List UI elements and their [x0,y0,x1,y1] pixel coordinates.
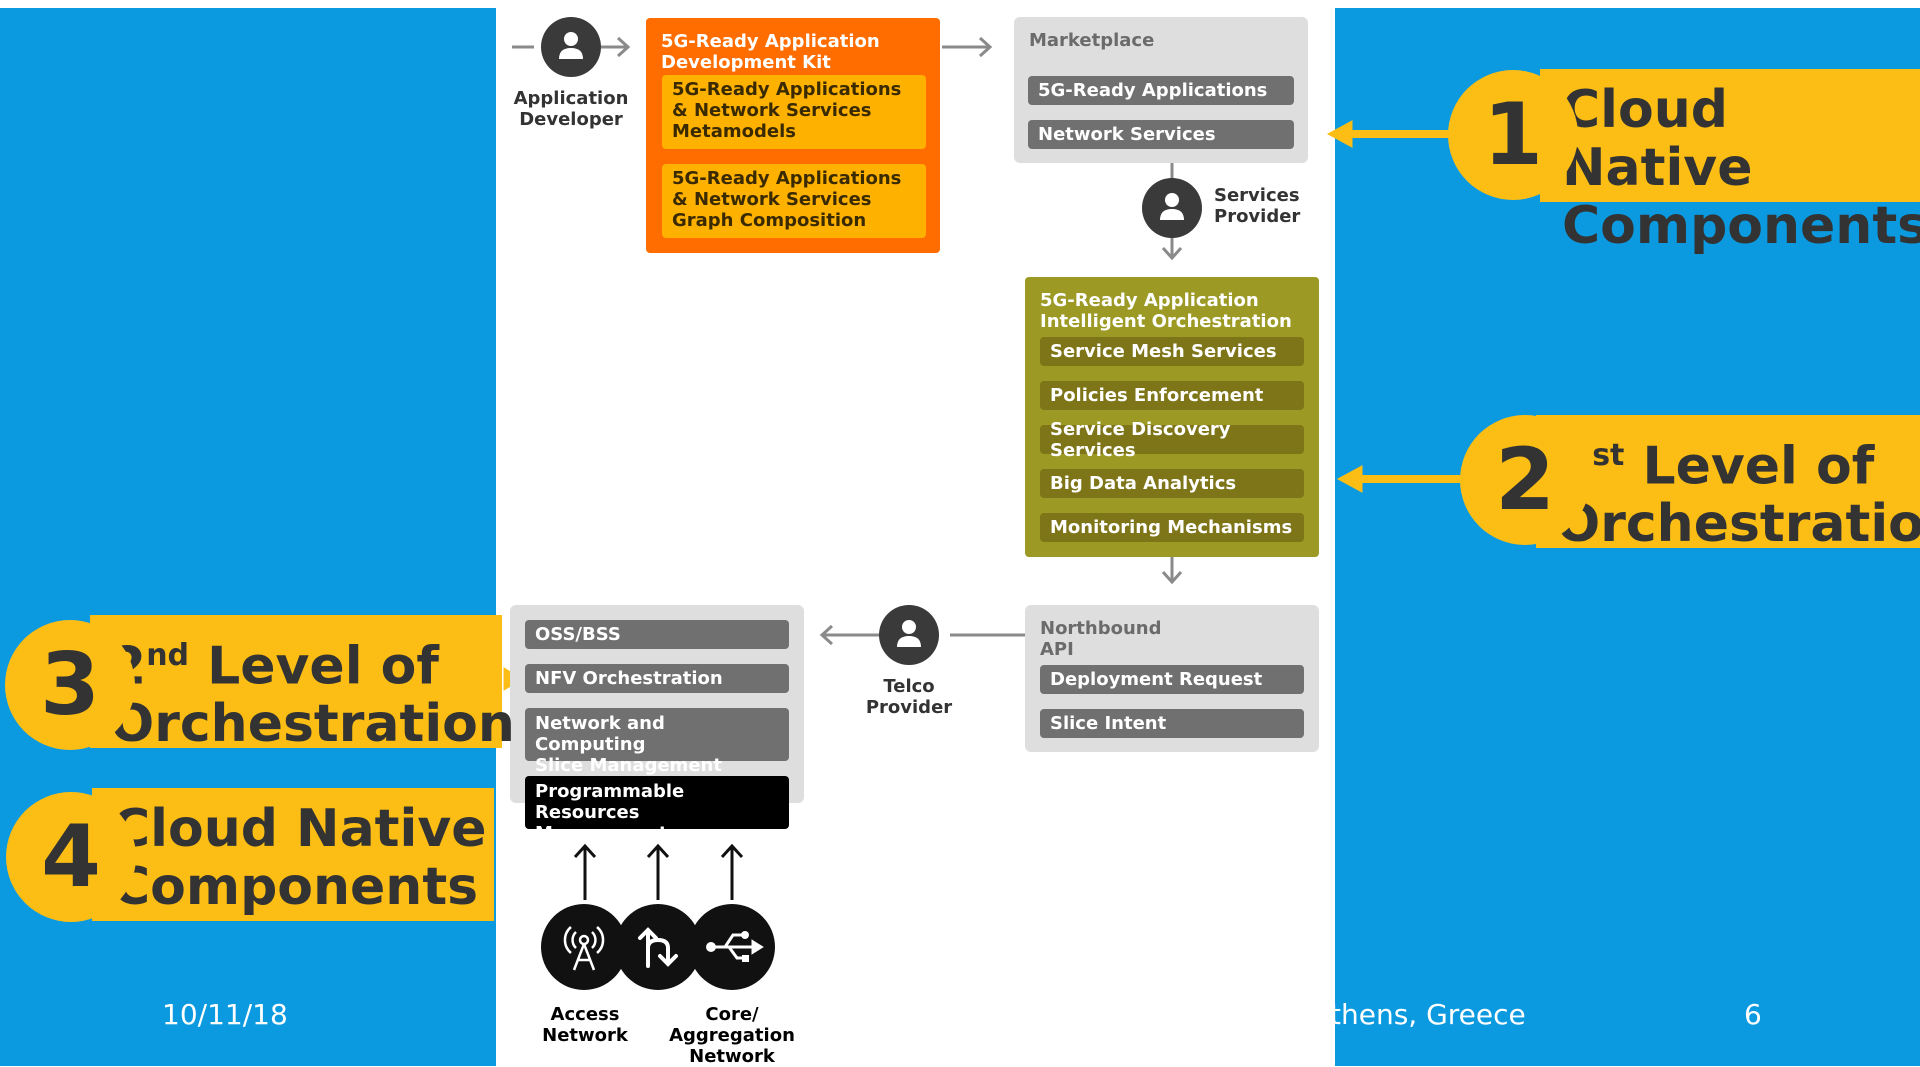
stack-item-slice-management: Network and Computing Slice Management [525,708,789,776]
orchestration-item-big-data: Big Data Analytics [1040,469,1304,498]
user-icon [1142,178,1202,238]
telco-provider-label: Telco Provider [865,676,953,718]
callout-1-box: Cloud Native Components [1540,69,1920,255]
callout-3-number: 3 [5,620,135,750]
orchestration-item-monitoring: Monitoring Mechanisms [1040,513,1304,542]
marketplace-item-network-services: Network Services [1028,120,1294,149]
callout-2-box: 1st Level of Orchestration [1536,415,1920,553]
sdk-item-metamodels: 5G-Ready Applications & Network Services… [662,75,926,149]
marketplace-item-applications: 5G-Ready Applications [1028,76,1294,105]
services-provider-label: Services Provider [1214,185,1301,227]
orchestration-panel: 5G-Ready Application Intelligent Orchest… [1025,277,1319,557]
footer-location: thens, Greece [1330,998,1526,1031]
app-developer-label: Application Developer [513,88,629,130]
usb-branch-icon [689,904,775,990]
orchestration-item-policies: Policies Enforcement [1040,381,1304,410]
stack-item-oss-bss: OSS/BSS [525,620,789,649]
orchestration-item-service-discovery: Service Discovery Services [1040,419,1304,461]
callout-2-number: 2 [1460,415,1590,545]
callout-3-box: 2nd Level of Orchestration [90,615,515,753]
northbound-item-deployment-request: Deployment Request [1040,665,1304,694]
transfer-arrows-icon [615,904,701,990]
user-icon [879,605,939,665]
marketplace-title: Marketplace [1029,30,1155,51]
callout-1-number: 1 [1448,70,1578,200]
orchestration-item-service-mesh: Service Mesh Services [1040,337,1304,366]
user-icon [541,17,601,77]
marketplace-panel: Marketplace 5G-Ready Applications Networ… [1014,17,1308,163]
antenna-icon [541,904,627,990]
sdk-title: 5G-Ready Application Development Kit [661,31,880,73]
stack-item-programmable-resources: Programmable Resources Management [525,776,789,844]
access-network-label: Access Network [542,1004,628,1046]
callout-4-box: Cloud Native Components [92,788,494,921]
northbound-api-panel: Northbound API Deployment Request Slice … [1025,605,1319,752]
sdk-panel: 5G-Ready Application Development Kit 5G-… [646,18,940,253]
orchestration-title: 5G-Ready Application Intelligent Orchest… [1040,290,1292,332]
core-aggregation-network-label: Core/ Aggregation Network [669,1004,795,1067]
stack-item-nfv-orchestration: NFV Orchestration [525,664,789,693]
callout-4-number: 4 [6,792,136,922]
sdk-item-graph-composition: 5G-Ready Applications & Network Services… [662,164,926,238]
northbound-title: Northbound API [1040,618,1162,660]
northbound-item-slice-intent: Slice Intent [1040,709,1304,738]
footer-date: 10/11/18 [162,998,288,1031]
footer-page-number: 6 [1744,998,1762,1031]
